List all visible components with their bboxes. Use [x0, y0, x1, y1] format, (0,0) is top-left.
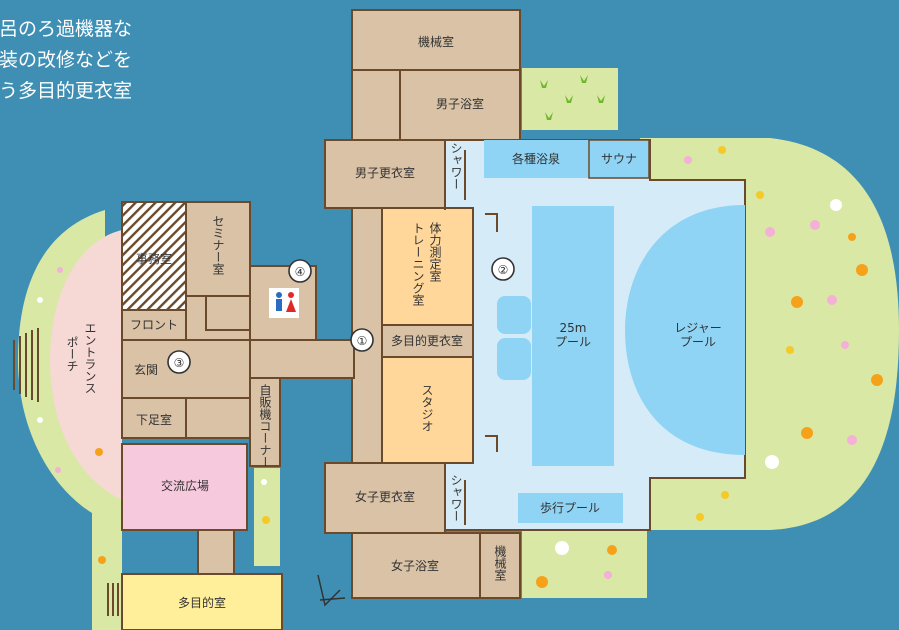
wading-pool-a: [497, 296, 531, 334]
exchange-plaza-label: 交流広場: [161, 478, 209, 493]
men-locker-label: 男子更衣室: [355, 165, 415, 180]
shoe-room: [121, 397, 187, 439]
sauna-label: サウナ: [601, 152, 637, 166]
vending-corner: [249, 377, 281, 467]
vending-label: 自販機コーナー: [258, 384, 272, 468]
walking-pool: [518, 493, 623, 523]
men-bath: [399, 69, 521, 141]
fitness-training-room: [381, 207, 474, 326]
pool-25m-label-line: プール: [555, 335, 591, 349]
wading-pool-b: [497, 338, 531, 380]
front-counter: [121, 309, 187, 341]
studio-room: [381, 356, 474, 464]
fitness-label: 体力測定室: [428, 222, 442, 282]
multipurpose-label: 多目的室: [178, 595, 226, 610]
machine-room-top-label: 機械室: [418, 34, 454, 49]
walking-pool-label: 歩行プール: [540, 500, 600, 515]
restroom-icon: [269, 288, 299, 318]
marker-3: ③: [174, 356, 185, 370]
women-bath-label: 女子浴室: [391, 558, 439, 573]
women-locker-label: 女子更衣室: [355, 489, 415, 504]
leisure-pool: [625, 205, 745, 455]
upper-corridor-block: [351, 69, 401, 141]
intro-line-3: なう多目的更衣室: [0, 80, 133, 102]
office-label: 事務室: [136, 251, 172, 266]
flower-decorations: [37, 146, 883, 588]
leisure-pool-label-line: プール: [680, 335, 716, 349]
pool-25m: [532, 206, 614, 466]
intro-line-1: 風呂のろ過機器な: [0, 18, 133, 40]
assorted-baths: [484, 140, 589, 178]
intro-line-2: 内装の改修などを: [0, 49, 133, 71]
assorted-baths-label: 各種浴泉: [512, 151, 560, 166]
sauna: [588, 139, 650, 179]
plaza-link: [197, 529, 235, 575]
marker-1: ①: [357, 334, 368, 348]
multipurpose-room: [121, 573, 283, 630]
porch-steps: [13, 328, 39, 402]
shower-bottom-label: シャワー: [449, 474, 463, 522]
marker-4: ④: [295, 265, 306, 279]
entrance-hall-label: 玄関: [134, 362, 158, 377]
link-corridor: [249, 339, 355, 379]
leisure-pool-label: レジャープール: [674, 321, 721, 349]
seminar-label: セミナー室: [211, 215, 225, 275]
marker-2: ②: [498, 263, 509, 277]
marker-icons: [167, 257, 515, 374]
pool-25m-label-line: 25m: [560, 321, 587, 335]
studio-label: スタジオ: [420, 384, 434, 432]
front-label: フロント: [130, 318, 178, 332]
multi-locker-label: 多目的更衣室: [391, 333, 463, 348]
machine-room-top: [351, 9, 521, 71]
north-arrow-icon: [317, 574, 346, 607]
grass-tufts: [540, 75, 605, 120]
porch-area: [50, 230, 122, 500]
leisure-pool-label-line: レジャー: [674, 321, 721, 335]
women-locker: [324, 462, 446, 534]
shoe-room-label: 下足室: [136, 412, 172, 427]
shower-top-label: シャワー: [449, 142, 463, 190]
training-label: トレーニング室: [411, 222, 425, 306]
porch-label-1: エントランス: [83, 322, 97, 394]
men-bath-label: 男子浴室: [436, 96, 484, 111]
intro-text: 風呂のろ過機器な 内装の改修などを なう多目的更衣室: [0, 14, 190, 107]
men-locker: [324, 139, 446, 209]
machine-room-bottom-label: 機械室: [493, 544, 507, 581]
office-room: [121, 201, 187, 311]
machine-room-bottom: [479, 532, 521, 599]
lawn-top: [522, 68, 618, 130]
porch-label-2: ポーチ: [65, 336, 79, 372]
exchange-plaza-room: [121, 443, 248, 531]
